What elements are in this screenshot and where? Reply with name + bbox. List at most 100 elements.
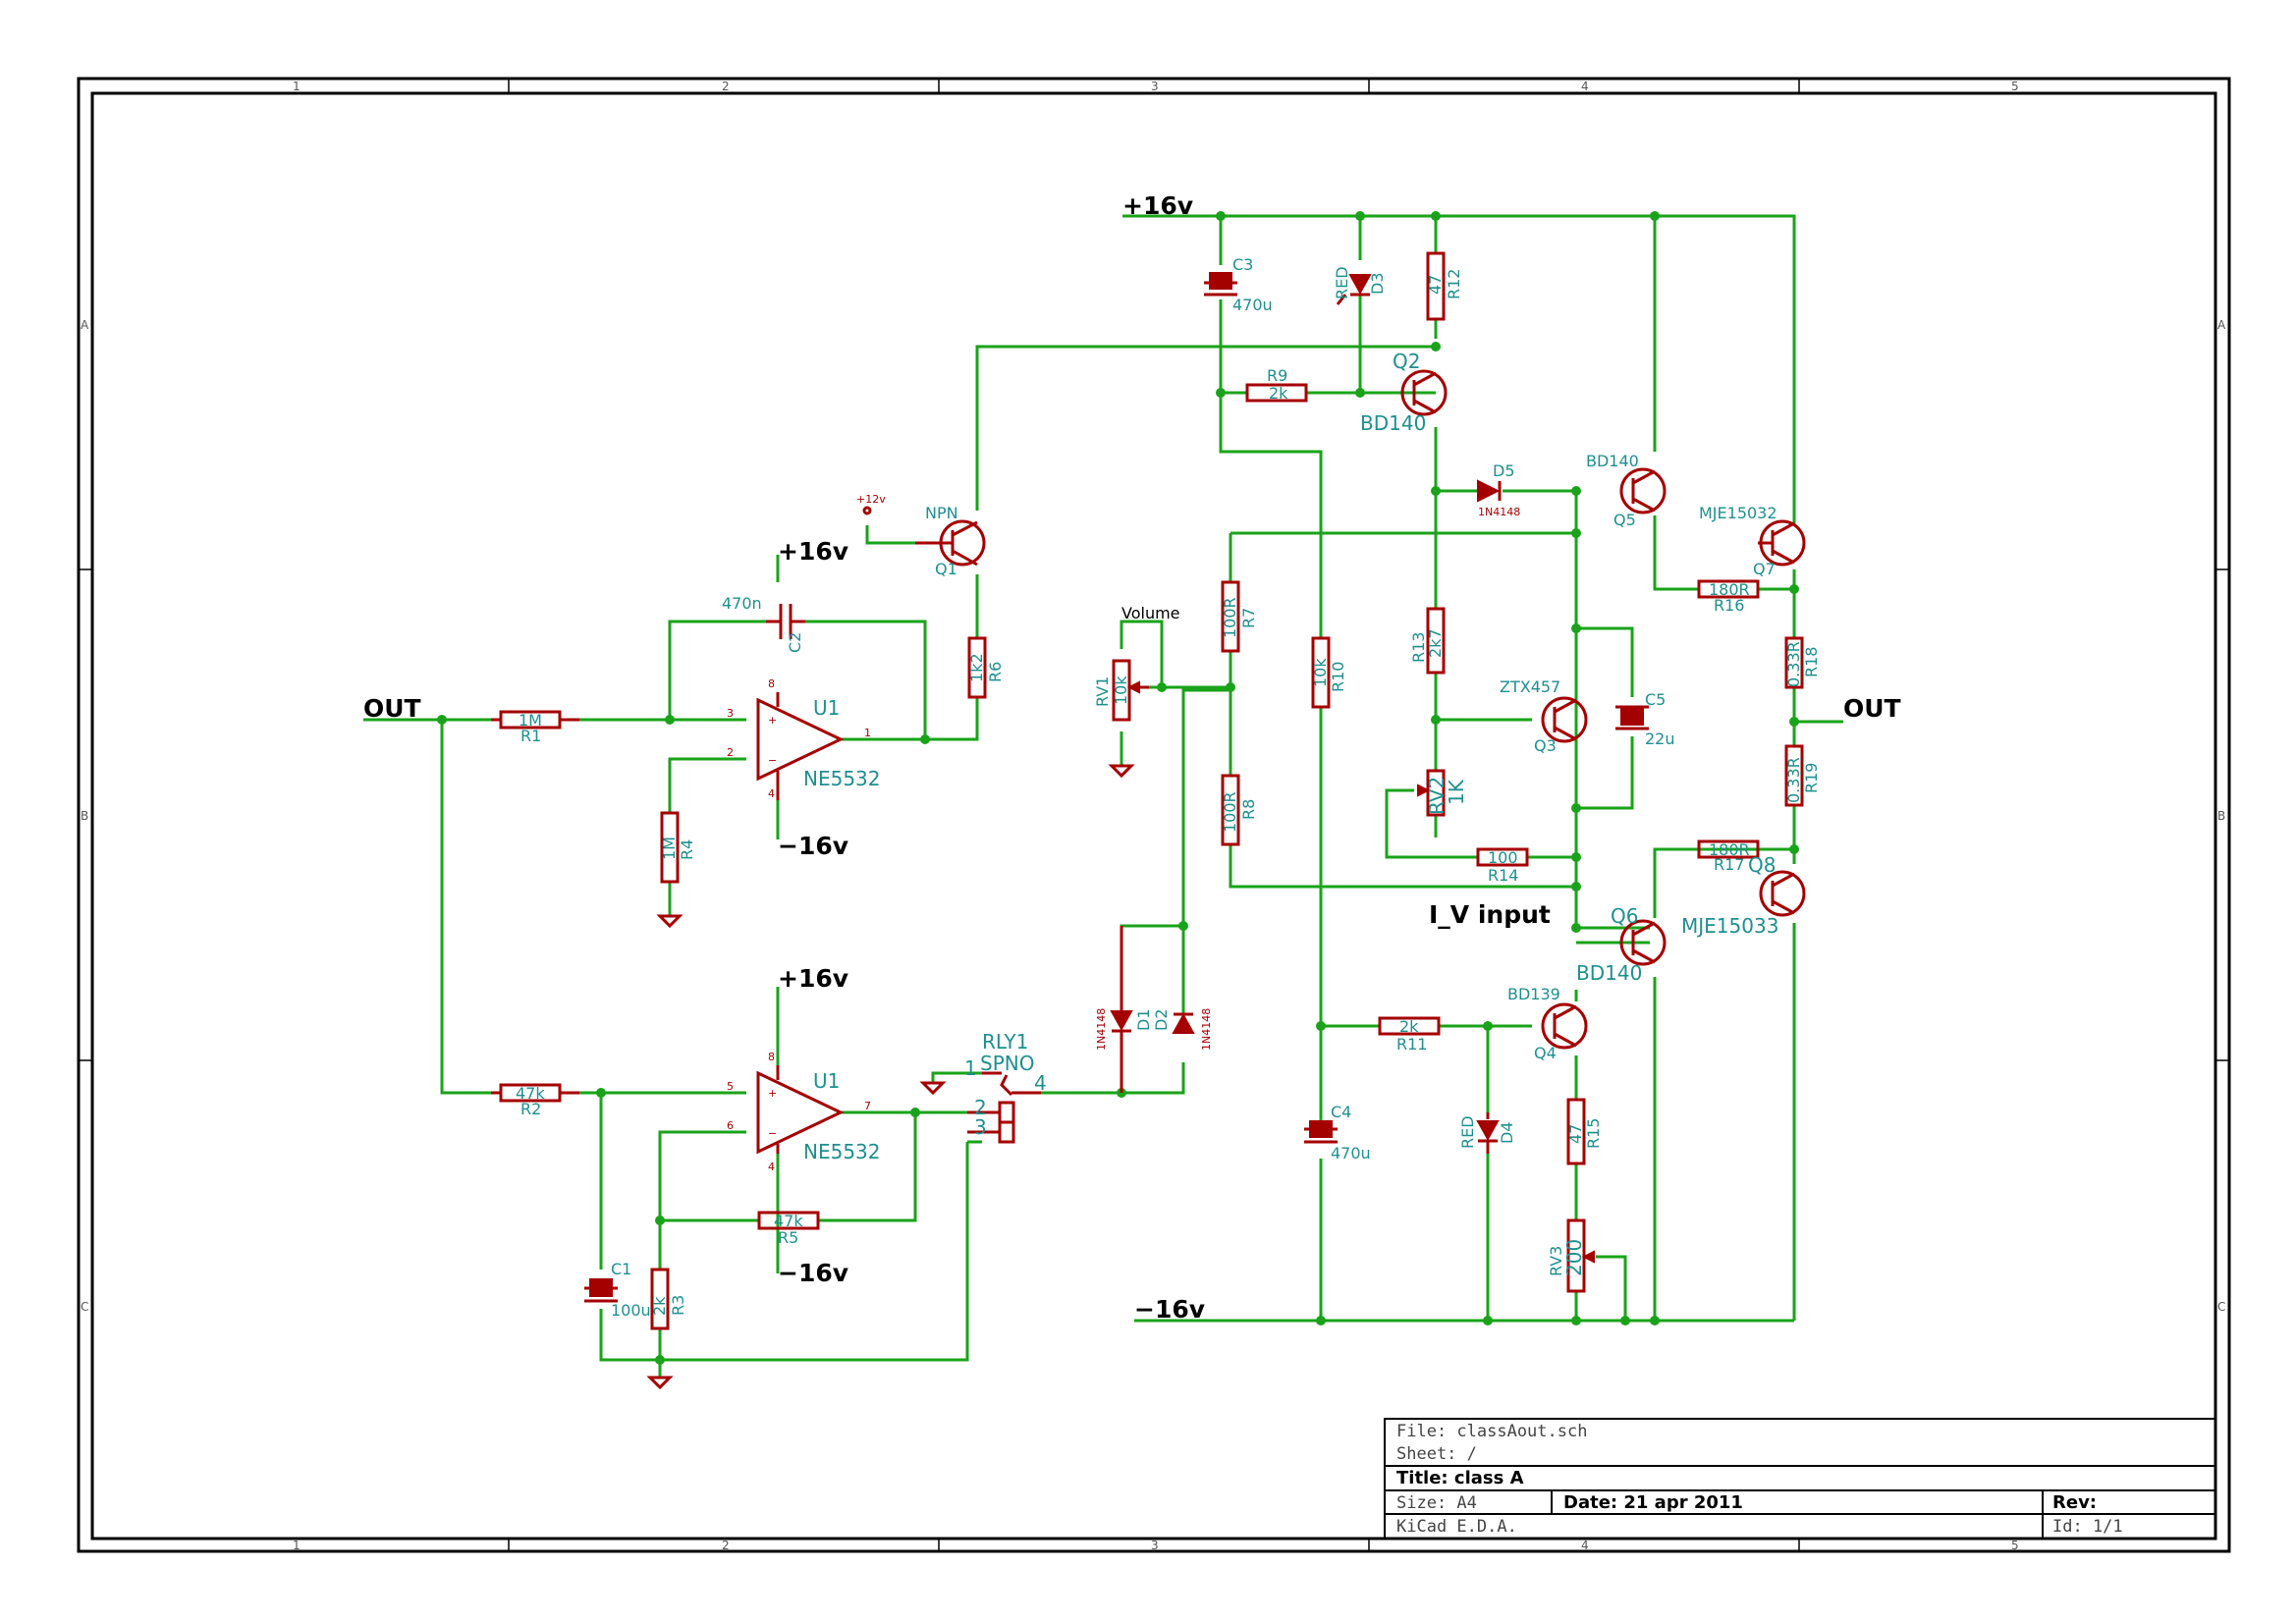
u1a-pin4: 4 xyxy=(768,787,775,800)
cap-c4[interactable]: C4 470u xyxy=(1304,1103,1371,1162)
diode-d3[interactable]: RED D3 xyxy=(1333,266,1387,305)
r2-ref: R2 xyxy=(520,1100,541,1118)
net-volume: Volume xyxy=(1121,604,1180,622)
grid-col-1-bottom: 1 xyxy=(293,1539,301,1552)
resistor-r9[interactable]: 2k R9 xyxy=(1245,366,1308,403)
r7-ref: R7 xyxy=(1239,608,1258,628)
resistor-r19[interactable]: 0.33R R19 xyxy=(1784,744,1821,807)
r12-ref: R12 xyxy=(1445,269,1463,299)
rly1-pin1: 1 xyxy=(964,1056,977,1080)
transistor-q3[interactable]: ZTX457 Q3 xyxy=(1500,677,1588,755)
resistor-r1[interactable]: 1M R1 xyxy=(491,710,579,745)
transistor-q4[interactable]: BD139 Q4 xyxy=(1507,985,1588,1062)
grid-col-2-bottom: 2 xyxy=(722,1539,730,1552)
resistor-r4[interactable]: 1M R4 xyxy=(660,811,696,884)
cap-c2[interactable]: 470n C2 xyxy=(722,594,805,653)
resistor-r5[interactable]: 47k R5 xyxy=(757,1211,820,1247)
transistor-q7[interactable]: MJE15032 Q7 xyxy=(1699,504,1806,578)
pot-rv2[interactable]: RV2 1K xyxy=(1417,769,1468,817)
r14-value: 100 xyxy=(1488,848,1518,867)
net-vneg-u1b: −16v xyxy=(778,1259,848,1287)
tb-title: Title: class A xyxy=(1396,1468,1524,1488)
c5-value: 22u xyxy=(1645,730,1675,748)
drawing-frame: 1 2 3 4 5 1 2 3 4 5 A B C A B C xyxy=(77,77,2231,1553)
resistor-r8[interactable]: 100R R8 xyxy=(1221,774,1258,846)
pot-rv3[interactable]: 200 RV3 xyxy=(1547,1218,1595,1293)
r19-ref: R19 xyxy=(1802,763,1821,793)
opamp-u1b[interactable]: +− 5 6 7 8 4 U1 NE5532 xyxy=(727,1051,881,1173)
r15-ref: R15 xyxy=(1584,1118,1603,1149)
diode-d2[interactable]: 1N4148 D2 xyxy=(1152,1008,1213,1051)
transistor-q1[interactable]: NPN Q1 xyxy=(915,504,986,578)
resistor-r10[interactable]: 10k R10 xyxy=(1311,636,1347,709)
r7-value: 100R xyxy=(1221,597,1239,638)
transistor-q5[interactable]: BD140 Q5 xyxy=(1586,452,1667,529)
q1-value: NPN xyxy=(925,504,958,522)
resistor-r14[interactable]: 100 R14 xyxy=(1476,847,1529,885)
resistor-r2[interactable]: 47k R2 xyxy=(491,1083,579,1118)
transistor-q2[interactable]: Q2 BD140 xyxy=(1360,350,1448,435)
grid-row-b: B xyxy=(81,809,88,823)
rv1-value: 10k xyxy=(1112,676,1130,705)
grid-row-a-right: A xyxy=(2217,318,2226,332)
u1b-ref: U1 xyxy=(813,1069,840,1093)
d3-value: RED xyxy=(1333,266,1351,299)
tb-rev: Rev: xyxy=(2052,1492,2097,1513)
svg-text:−: − xyxy=(768,1127,777,1140)
q8-ref: Q8 xyxy=(1748,853,1776,877)
r18-ref: R18 xyxy=(1802,647,1821,677)
transistor-q8[interactable]: Q8 MJE15033 xyxy=(1681,853,1806,938)
r16-value: 180R xyxy=(1709,580,1750,599)
r9-value: 2k xyxy=(1269,384,1288,403)
net-labels: +16v +16v −16v +16v −16v −16v OUT OUT I_… xyxy=(363,191,1901,1324)
resistor-r18[interactable]: 0.33R R18 xyxy=(1784,636,1821,689)
r3-value: 2k xyxy=(650,1296,669,1316)
cap-c1[interactable]: C1 100u xyxy=(584,1260,651,1320)
net-vneg-u1a: −16v xyxy=(778,832,848,860)
q3-value: ZTX457 xyxy=(1500,677,1560,696)
d1-value: 1N4148 xyxy=(1095,1008,1108,1051)
u1a-pin1: 1 xyxy=(864,727,871,739)
c4-value: 470u xyxy=(1331,1144,1371,1162)
opamp-u1a[interactable]: +− 3 2 1 8 4 U1 NE5532 xyxy=(727,677,881,800)
q1-ref: Q1 xyxy=(935,560,957,578)
resistor-r3[interactable]: 2k R3 xyxy=(650,1268,687,1330)
u1b-pin4: 4 xyxy=(768,1161,775,1173)
resistor-r15[interactable]: 47 R15 xyxy=(1566,1098,1603,1165)
d5-ref: D5 xyxy=(1493,461,1515,480)
resistor-r12[interactable]: 47 R12 xyxy=(1426,251,1463,321)
resistor-r17[interactable]: 180R R17 xyxy=(1697,839,1760,874)
transistor-q6[interactable]: Q6 BD140 xyxy=(1576,904,1667,985)
svg-text:+: + xyxy=(768,714,777,727)
pot-rv1[interactable]: 10k RV1 xyxy=(1093,659,1149,722)
resistor-r6[interactable]: 1k2 R6 xyxy=(967,636,1005,699)
junctions xyxy=(437,211,1799,1365)
wires xyxy=(363,214,1843,1378)
r17-value: 180R xyxy=(1709,840,1750,859)
r10-ref: R10 xyxy=(1329,662,1347,692)
diode-d1[interactable]: 1N4148 D1 xyxy=(1095,926,1153,1093)
resistor-r7[interactable]: 100R R7 xyxy=(1221,580,1258,653)
q6-ref: Q6 xyxy=(1611,904,1638,928)
resistor-r13[interactable]: 2k7 R13 xyxy=(1409,607,1446,675)
rly1-value: SPNO xyxy=(980,1052,1034,1075)
net-vpos-top: +16v xyxy=(1122,191,1193,220)
q7-ref: Q7 xyxy=(1753,560,1776,578)
svg-text:−: − xyxy=(768,754,777,767)
relay-rly1[interactable]: RLY1 SPNO 1 2 3 4 xyxy=(964,1030,1047,1144)
resistor-r11[interactable]: 2k R11 xyxy=(1378,1016,1441,1054)
q3-ref: Q3 xyxy=(1534,736,1557,755)
cap-c3[interactable]: C3 470u xyxy=(1204,255,1273,314)
r4-ref: R4 xyxy=(678,839,696,860)
d4-value: RED xyxy=(1458,1115,1477,1149)
rv2-value: 1K xyxy=(1445,779,1468,805)
net-vpos-u1b: +16v xyxy=(778,964,848,993)
grid-col-4-bottom: 4 xyxy=(1581,1539,1589,1552)
cap-c5[interactable]: C5 22u xyxy=(1615,690,1675,748)
resistor-r16[interactable]: 180R R16 xyxy=(1697,579,1760,615)
c4-ref: C4 xyxy=(1331,1103,1351,1121)
diode-d5[interactable]: D5 1N4148 xyxy=(1477,461,1520,518)
diode-d4[interactable]: RED D4 xyxy=(1458,1112,1516,1154)
d1-ref: D1 xyxy=(1134,1009,1153,1032)
